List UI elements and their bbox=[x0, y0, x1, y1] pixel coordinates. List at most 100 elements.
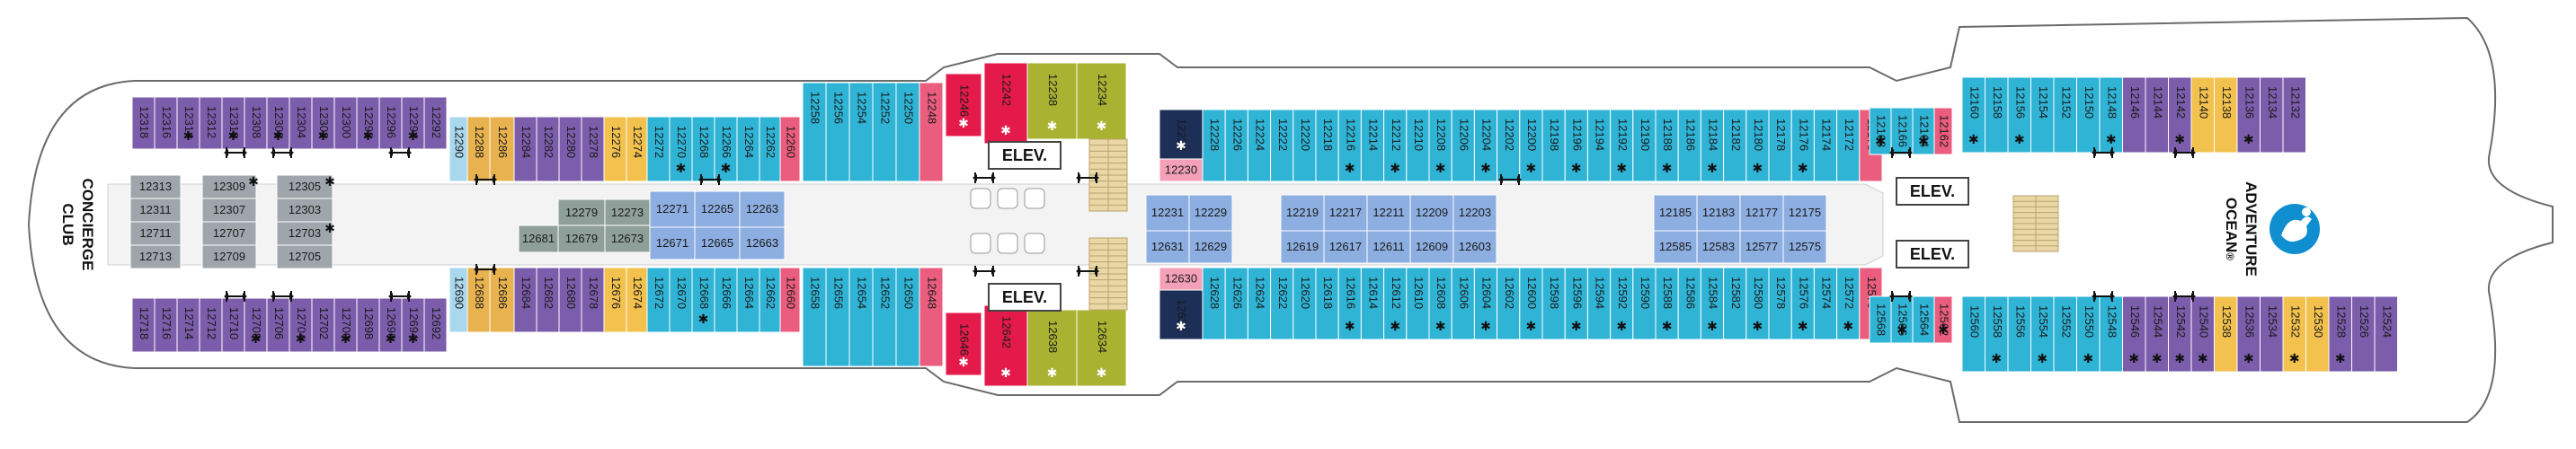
cabin-12318[interactable]: 12318 bbox=[131, 96, 155, 150]
cabin-12611[interactable]: 12611 bbox=[1366, 230, 1411, 264]
cabin-12219[interactable]: 12219 bbox=[1280, 194, 1325, 232]
cabin-12542[interactable]: 12542✱ bbox=[2168, 295, 2192, 373]
cabin-12176[interactable]: 12176✱ bbox=[1790, 109, 1815, 182]
cabin-12198[interactable]: 12198 bbox=[1541, 109, 1566, 182]
cabin-12688[interactable]: 12688 bbox=[466, 267, 491, 333]
cabin-12672[interactable]: 12672 bbox=[646, 267, 671, 333]
cabin-12631[interactable]: 12631 bbox=[1145, 230, 1190, 264]
cabin-12604[interactable]: 12604✱ bbox=[1473, 267, 1498, 340]
cabin-12704[interactable]: 12704✱ bbox=[289, 297, 313, 353]
cabin-12566[interactable]: 12566✱ bbox=[1890, 295, 1914, 344]
cabin-12588[interactable]: 12588✱ bbox=[1655, 267, 1679, 340]
cabin-12692[interactable]: 12692 bbox=[423, 297, 448, 353]
cabin-12634[interactable]: 12634✱ bbox=[1076, 309, 1127, 387]
cabin-12562[interactable]: 12562✱ bbox=[1933, 295, 1953, 344]
cabin-12271[interactable]: 12271 bbox=[649, 190, 696, 228]
cabin-12628[interactable]: 12628 bbox=[1202, 267, 1226, 340]
cabin-12274[interactable]: 12274 bbox=[626, 116, 648, 182]
cabin-12575[interactable]: 12575 bbox=[1782, 230, 1827, 264]
cabin-12174[interactable]: 12174 bbox=[1813, 109, 1838, 182]
cabin-12172[interactable]: 12172 bbox=[1836, 109, 1861, 182]
cabin-12674[interactable]: 12674 bbox=[626, 267, 648, 333]
cabin-12138[interactable]: 12138 bbox=[2214, 76, 2238, 154]
cabin-12540[interactable]: 12540✱ bbox=[2190, 295, 2215, 373]
cabin-12648[interactable]: 12648 bbox=[919, 267, 944, 367]
cabin-12298[interactable]: 12298✱ bbox=[356, 96, 380, 150]
cabin-12665[interactable]: 12665 bbox=[694, 226, 741, 260]
cabin-12560[interactable]: 12560 bbox=[1961, 295, 1985, 373]
cabin-12666[interactable]: 12666 bbox=[714, 267, 738, 333]
cabin-12150[interactable]: 12150 bbox=[2076, 76, 2101, 154]
cabin-12248[interactable]: 12248 bbox=[919, 82, 944, 182]
cabin-12716[interactable]: 12716 bbox=[154, 297, 178, 353]
cabin-12158[interactable]: 12158 bbox=[1985, 76, 2009, 154]
cabin-12670[interactable]: 12670 bbox=[669, 267, 693, 333]
cabin-12686[interactable]: 12686 bbox=[489, 267, 515, 333]
cabin-12312[interactable]: 12312 bbox=[199, 96, 223, 150]
cabin-12311[interactable]: 12311 bbox=[129, 198, 182, 223]
cabin-12278[interactable]: 12278 bbox=[581, 116, 605, 182]
cabin-12582[interactable]: 12582 bbox=[1723, 267, 1747, 340]
cabin-12206[interactable]: 12206 bbox=[1451, 109, 1475, 182]
cabin-12664[interactable]: 12664 bbox=[736, 267, 760, 333]
cabin-12224[interactable]: 12224 bbox=[1247, 109, 1272, 182]
cabin-12136[interactable]: 12136✱ bbox=[2236, 76, 2261, 154]
cabin-12680[interactable]: 12680 bbox=[558, 267, 582, 333]
cabin-12303[interactable]: 12303 bbox=[276, 198, 333, 223]
cabin-12230[interactable]: 12230 bbox=[1159, 158, 1204, 182]
cabin-12180[interactable]: 12180✱ bbox=[1745, 109, 1770, 182]
cabin-12226[interactable]: 12226 bbox=[1224, 109, 1248, 182]
cabin-12272[interactable]: 12272 bbox=[646, 116, 671, 182]
cabin-12584[interactable]: 12584✱ bbox=[1700, 267, 1725, 340]
cabin-12194[interactable]: 12194 bbox=[1586, 109, 1612, 182]
cabin-12254[interactable]: 12254 bbox=[848, 82, 874, 182]
cabin-12184[interactable]: 12184✱ bbox=[1700, 109, 1725, 182]
cabin-12142[interactable]: 12142✱ bbox=[2168, 76, 2192, 154]
cabin-12550[interactable]: 12550✱ bbox=[2076, 295, 2101, 373]
cabin-12603[interactable]: 12603 bbox=[1452, 230, 1497, 264]
cabin-12217[interactable]: 12217 bbox=[1323, 194, 1368, 232]
cabin-12273[interactable]: 12273 bbox=[604, 198, 651, 227]
cabin-12246[interactable]: 12246✱ bbox=[945, 73, 982, 137]
cabin-12238[interactable]: 12238✱ bbox=[1026, 62, 1078, 140]
cabin-12286[interactable]: 12286 bbox=[489, 116, 515, 182]
cabin-12202[interactable]: 12202 bbox=[1497, 109, 1521, 182]
cabin-12152[interactable]: 12152 bbox=[2053, 76, 2077, 154]
cabin-12694[interactable]: 12694✱ bbox=[401, 297, 425, 353]
cabin-12654[interactable]: 12654 bbox=[848, 267, 874, 367]
cabin-12612[interactable]: 12612✱ bbox=[1383, 267, 1408, 340]
cabin-12302[interactable]: 12302✱ bbox=[311, 96, 335, 150]
cabin-12684[interactable]: 12684 bbox=[513, 267, 537, 333]
cabin-12168[interactable]: 12168✱ bbox=[1869, 107, 1892, 155]
cabin-12658[interactable]: 12658 bbox=[802, 267, 827, 367]
cabin-12660[interactable]: 12660 bbox=[779, 267, 801, 333]
cabin-12703[interactable]: 12703 bbox=[276, 221, 333, 246]
cabin-12132[interactable]: 12132 bbox=[2282, 76, 2306, 154]
cabin-12600[interactable]: 12600✱ bbox=[1519, 267, 1543, 340]
cabin-12673[interactable]: 12673 bbox=[604, 224, 651, 253]
cabin-12629[interactable]: 12629 bbox=[1188, 230, 1233, 264]
cabin-12708[interactable]: 12708✱ bbox=[244, 297, 268, 353]
cabin-12552[interactable]: 12552 bbox=[2053, 295, 2077, 373]
cabin-12626[interactable]: 12626 bbox=[1224, 267, 1248, 340]
cabin-12572[interactable]: 12572✱ bbox=[1836, 267, 1861, 340]
cabin-12711[interactable]: 12711 bbox=[129, 221, 182, 246]
cabin-12700[interactable]: 12700✱ bbox=[333, 297, 358, 353]
cabin-12624[interactable]: 12624 bbox=[1247, 267, 1272, 340]
cabin-12182[interactable]: 12182 bbox=[1723, 109, 1747, 182]
cabin-12214[interactable]: 12214 bbox=[1360, 109, 1385, 182]
cabin-12178[interactable]: 12178 bbox=[1768, 109, 1792, 182]
cabin-12682[interactable]: 12682 bbox=[536, 267, 560, 333]
cabin-12598[interactable]: 12598 bbox=[1541, 267, 1566, 340]
cabin-12306[interactable]: 12306✱ bbox=[266, 96, 290, 150]
cabin-12630[interactable]: 12630 bbox=[1159, 267, 1204, 291]
cabin-12242[interactable]: 12242✱ bbox=[983, 62, 1028, 145]
cabin-12530[interactable]: 12530 bbox=[2305, 295, 2330, 373]
cabin-12266[interactable]: 12266✱ bbox=[714, 116, 738, 182]
cabin-12162[interactable]: 12162 bbox=[1933, 107, 1953, 155]
cabin-12679[interactable]: 12679 bbox=[557, 224, 606, 253]
cabin-12196[interactable]: 12196✱ bbox=[1564, 109, 1588, 182]
cabin-12577[interactable]: 12577 bbox=[1739, 230, 1784, 264]
cabin-12583[interactable]: 12583 bbox=[1696, 230, 1741, 264]
cabin-12212[interactable]: 12212✱ bbox=[1383, 109, 1408, 182]
